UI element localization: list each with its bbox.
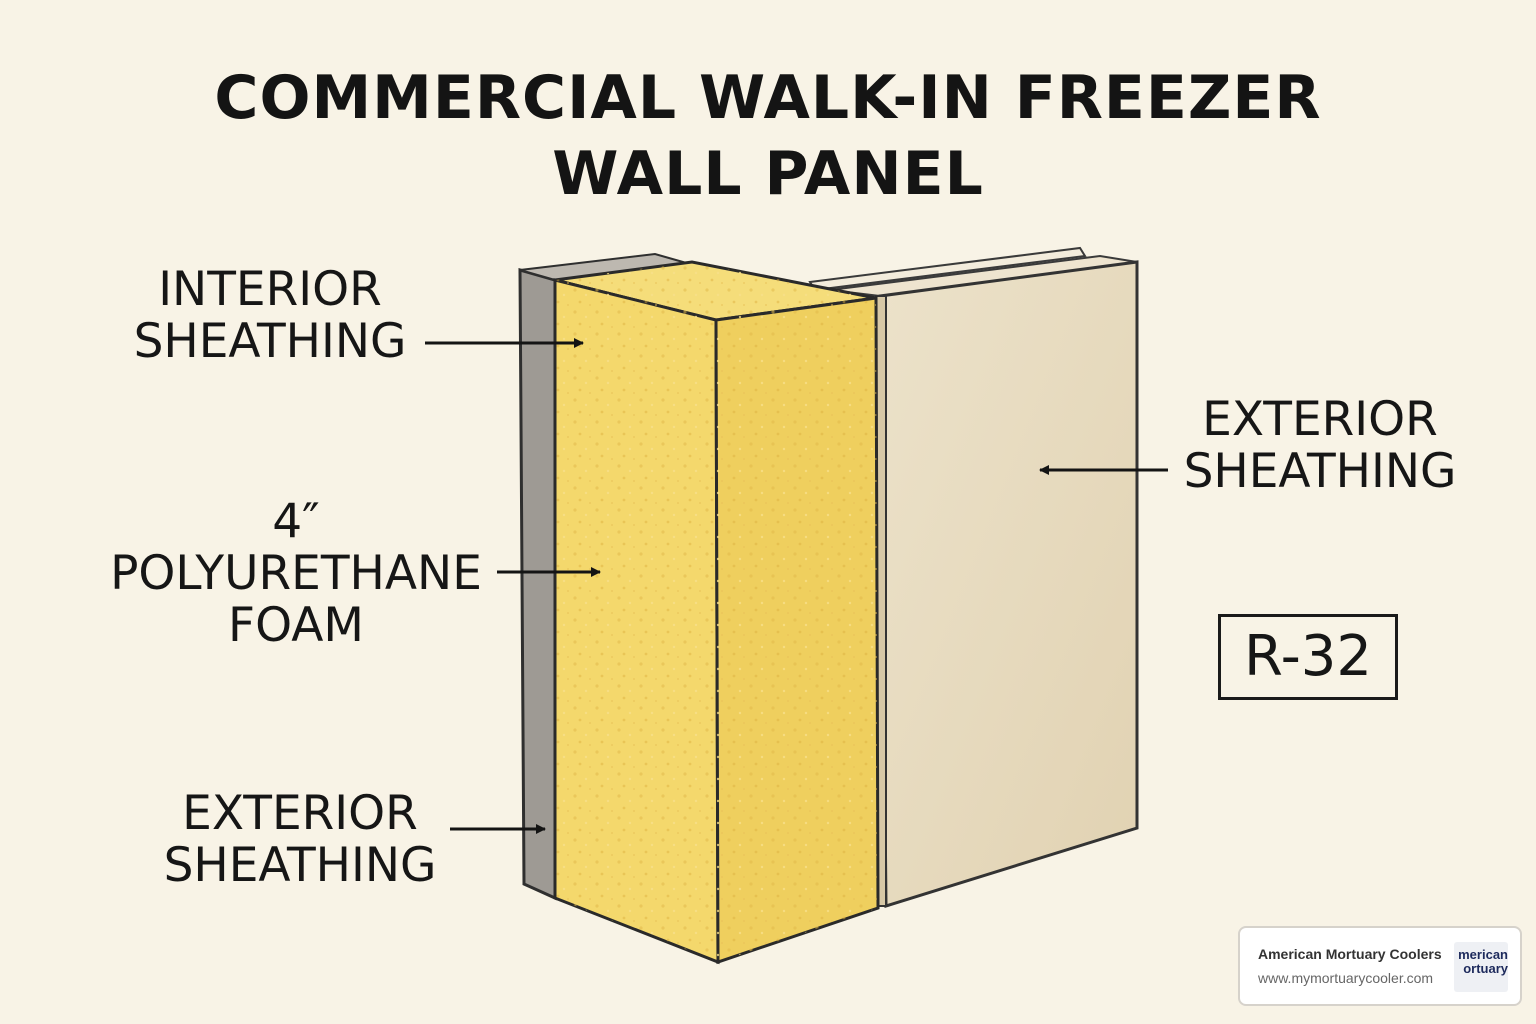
label-interior-sheathing: INTERIOR SHEATHING (110, 264, 430, 368)
title-line-1: COMMERCIAL WALK-IN FREEZER (214, 63, 1322, 133)
label-foam: 4″ POLYURETHANE FOAM (100, 496, 492, 652)
brand-logo-line-1: merican (1458, 947, 1508, 962)
label-exterior-sheathing-left-line-1: EXTERIOR (182, 786, 418, 841)
label-foam-line-1: 4″ (272, 494, 320, 549)
label-foam-line-3: FOAM (228, 598, 364, 653)
label-interior-sheathing-line-1: INTERIOR (158, 262, 382, 317)
label-foam-line-2: POLYURETHANE (110, 546, 482, 601)
title-line-2: WALL PANEL (552, 139, 984, 209)
label-exterior-sheathing-left: EXTERIOR SHEATHING (140, 788, 460, 892)
brand-logo-card[interactable]: American Mortuary Coolers www.mymortuary… (1238, 926, 1522, 1006)
r-value-badge: R-32 (1218, 614, 1398, 700)
label-interior-sheathing-line-2: SHEATHING (133, 314, 407, 369)
label-exterior-sheathing-right-line-1: EXTERIOR (1202, 392, 1438, 447)
page-title: COMMERCIAL WALK-IN FREEZER WALL PANEL (0, 60, 1536, 212)
polyurethane-foam-core (553, 260, 880, 965)
brand-logo-line-2: ortuary (1463, 961, 1508, 976)
brand-logo-icon: merican ortuary (1454, 942, 1508, 992)
brand-name: American Mortuary Coolers (1258, 946, 1442, 962)
brand-url: www.mymortuarycooler.com (1258, 970, 1434, 986)
label-exterior-sheathing-right: EXTERIOR SHEATHING (1160, 394, 1480, 498)
label-exterior-sheathing-right-line-2: SHEATHING (1183, 444, 1457, 499)
label-exterior-sheathing-left-line-2: SHEATHING (163, 838, 437, 893)
